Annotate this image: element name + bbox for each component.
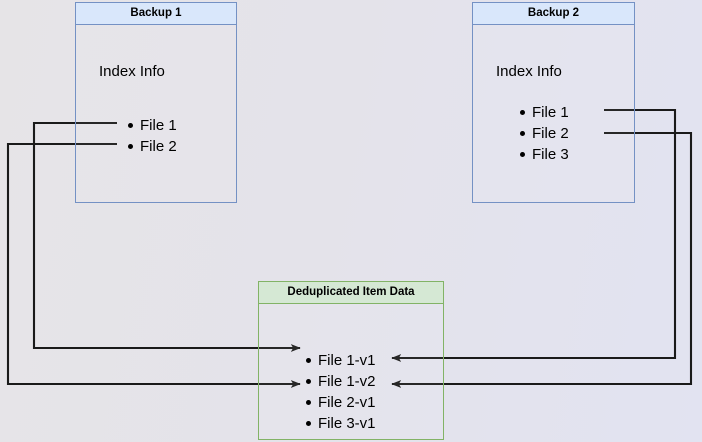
node-deduplicated-item-data[interactable]: Deduplicated Item Data File 1-v1 File 1-… <box>258 281 444 440</box>
node-backup-2-header: Backup 2 <box>473 3 634 25</box>
list-item: File 2 <box>127 136 177 157</box>
node-backup-1-index-info-label: Index Info <box>99 63 165 80</box>
node-backup-2-file-list: File 1 File 2 File 3 <box>519 102 569 165</box>
node-backup-2-index-info-label: Index Info <box>496 63 562 80</box>
list-item: File 2-v1 <box>305 392 376 413</box>
list-item: File 1 <box>127 115 177 136</box>
node-backup-2[interactable]: Backup 2 Index Info File 1 File 2 File 3 <box>472 2 635 203</box>
node-backup-1[interactable]: Backup 1 Index Info File 1 File 2 <box>75 2 237 203</box>
list-item: File 1-v2 <box>305 371 376 392</box>
list-item: File 3 <box>519 144 569 165</box>
list-item: File 1-v1 <box>305 350 376 371</box>
list-item: File 1 <box>519 102 569 123</box>
node-deduplicated-item-data-header: Deduplicated Item Data <box>259 282 443 304</box>
node-backup-1-body: Index Info File 1 File 2 <box>76 25 236 202</box>
node-backup-1-header: Backup 1 <box>76 3 236 25</box>
node-deduplicated-item-data-file-list: File 1-v1 File 1-v2 File 2-v1 File 3-v1 <box>305 350 376 434</box>
node-deduplicated-item-data-body: File 1-v1 File 1-v2 File 2-v1 File 3-v1 <box>259 304 443 439</box>
list-item: File 2 <box>519 123 569 144</box>
node-backup-1-file-list: File 1 File 2 <box>127 115 177 157</box>
list-item: File 3-v1 <box>305 413 376 434</box>
node-backup-2-body: Index Info File 1 File 2 File 3 <box>473 25 634 202</box>
